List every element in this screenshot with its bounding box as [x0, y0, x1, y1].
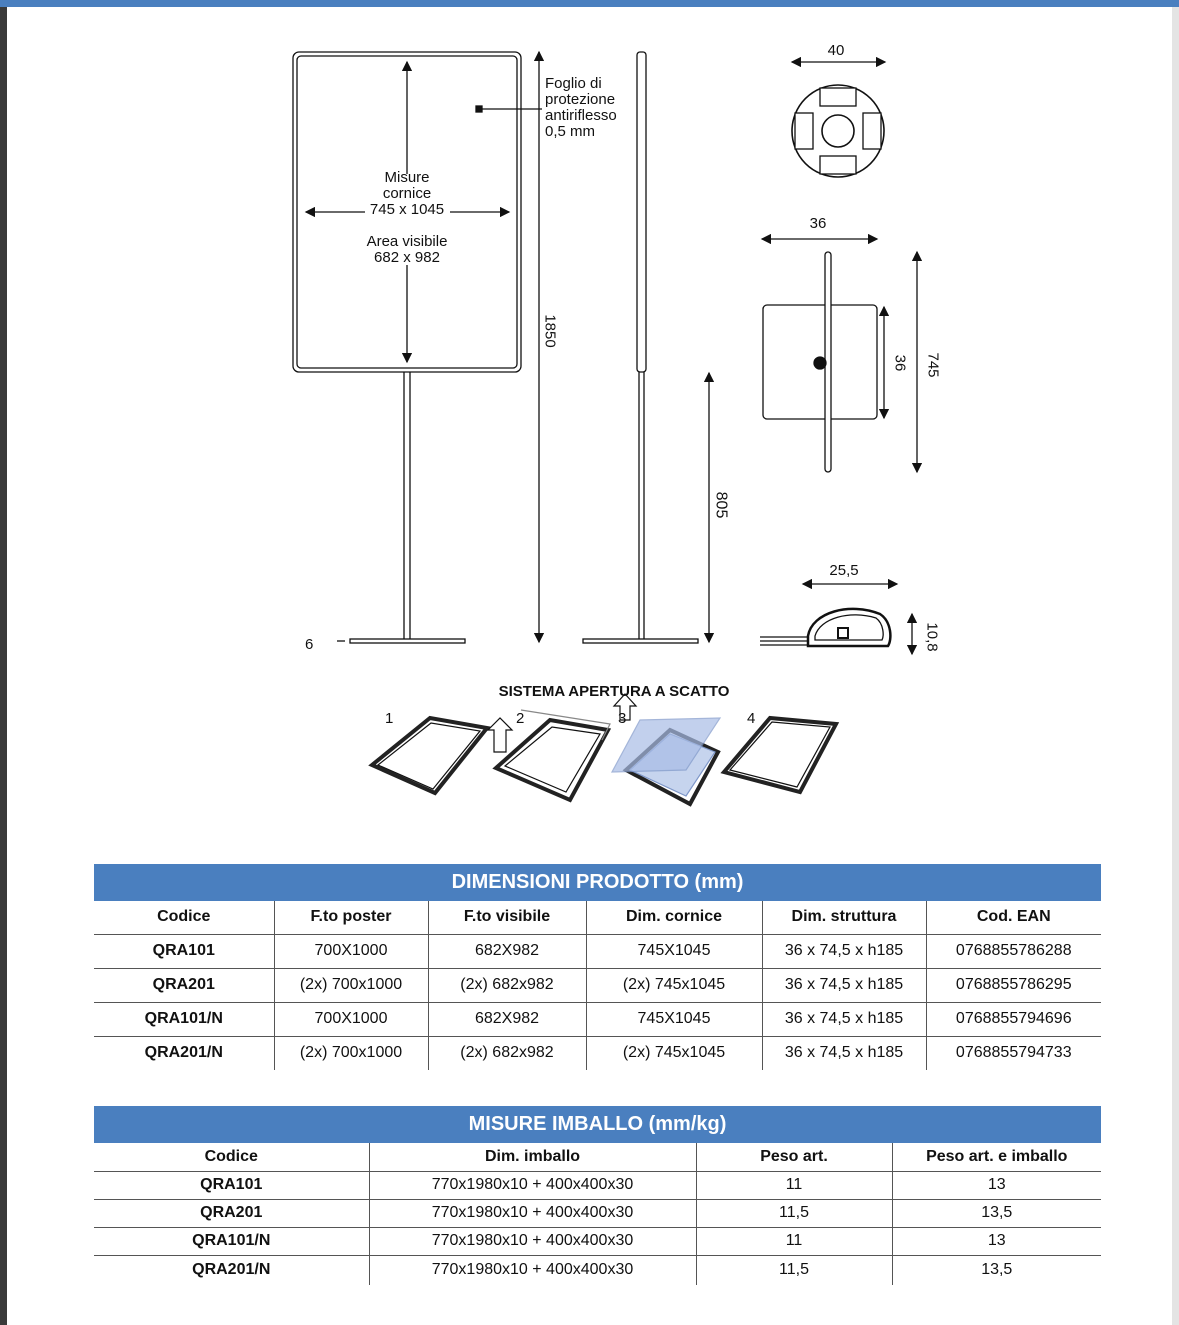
product-dimensions-table: DIMENSIONI PRODOTTO (mm) Codice F.to pos… [94, 864, 1102, 1070]
foglio-label-4: 0,5 mm [545, 123, 596, 140]
product-code: QRA201 [94, 968, 274, 1003]
step-2-label: 2 [516, 710, 525, 727]
table-cell: 11 [695, 1227, 892, 1256]
table-row: QRA101 700X1000 682X982 745X1045 36 x 74… [94, 934, 1102, 969]
frame-width-label: 25,5 [829, 562, 859, 579]
table-cell: 36 x 74,5 x h185 [761, 934, 926, 969]
viewer-left-edge [0, 7, 7, 1325]
profile-section [790, 56, 887, 178]
product-table-title: DIMENSIONI PRODOTTO (mm) [94, 864, 1102, 901]
product-code: QRA101 [94, 1171, 369, 1200]
table-row: QRA101 770x1980x10 + 400x400x30 11 13 [94, 1171, 1102, 1200]
misure-value: 745 x 1045 [369, 201, 445, 218]
step-3-label: 3 [618, 710, 627, 727]
col-header: F.to poster [273, 901, 428, 935]
table-cell: 13,5 [891, 1255, 1102, 1285]
table-row: QRA201 (2x) 700x1000 (2x) 682x982 (2x) 7… [94, 968, 1102, 1003]
col-header: Peso art. [695, 1143, 892, 1172]
misure-label-1: Misure [384, 169, 430, 186]
base-length-label: 745 [924, 352, 942, 378]
col-header: Codice [94, 1143, 369, 1172]
viewer-right-edge [1172, 7, 1179, 1325]
frame-section [760, 578, 918, 656]
opening-system-title: SISTEMA APERTURA A SCATTO [498, 683, 730, 700]
product-code: QRA201/N [192, 1261, 271, 1279]
table-cell: (2x) 745x1045 [585, 1036, 762, 1070]
col-header: F.to visibile [427, 901, 586, 935]
col-header: Dim. imballo [368, 1143, 696, 1172]
pole-height-label: 805 [712, 491, 730, 519]
packaging-table: MISURE IMBALLO (mm/kg) Codice Dim. imbal… [94, 1106, 1102, 1285]
side-view [582, 51, 715, 644]
col-header: Codice [94, 901, 274, 935]
frame-height-label: 10,8 [923, 622, 941, 652]
table-cell: 0768855794733 [925, 1036, 1102, 1070]
col-header: Dim. cornice [585, 901, 762, 935]
step-1-label: 1 [385, 710, 394, 727]
table-cell: 11 [695, 1171, 892, 1200]
area-value: 682 x 982 [374, 249, 440, 266]
table-row: QRA101/N 770x1980x10 + 400x400x30 11 13 [94, 1227, 1102, 1256]
table-cell: 0768855786295 [925, 968, 1102, 1003]
product-code: QRA101 [94, 934, 274, 969]
front-view [292, 50, 545, 644]
table-cell: 11,5 [695, 1199, 892, 1228]
step-4-label: 4 [747, 710, 756, 727]
table-cell: 682X982 [427, 934, 586, 969]
table-cell: 36 x 74,5 x h185 [761, 1002, 926, 1037]
table-cell: 770x1980x10 + 400x400x30 [368, 1227, 696, 1256]
table-cell: 745X1045 [585, 934, 762, 969]
table-row: QRA201/N 770x1980x10 + 400x400x30 11,5 1… [94, 1255, 1102, 1285]
technical-drawing [292, 50, 923, 807]
table-cell: (2x) 682x982 [427, 1036, 586, 1070]
base-thickness-label: 6 [305, 636, 314, 653]
table-cell: 11,5 [695, 1255, 892, 1285]
table-cell: 770x1980x10 + 400x400x30 [368, 1255, 696, 1285]
col-header: Cod. EAN [925, 901, 1102, 935]
table-cell: 700X1000 [273, 1002, 428, 1037]
packaging-table-title: MISURE IMBALLO (mm/kg) [94, 1106, 1102, 1143]
product-code: QRA101/N [94, 1002, 274, 1037]
product-code: QRA101/N [94, 1227, 369, 1256]
foglio-label-2: protezione [545, 91, 616, 108]
col-header: Dim. struttura [761, 901, 926, 935]
foglio-label-3: antiriflesso [545, 107, 617, 124]
table-cell: 770x1980x10 + 400x400x30 [368, 1199, 696, 1228]
misure-label-2: cornice [382, 185, 432, 202]
area-label: Area visibile [366, 233, 448, 250]
base-plate-view [760, 233, 923, 474]
table-cell: (2x) 682x982 [427, 968, 586, 1003]
table-cell: 0768855786288 [925, 934, 1102, 969]
document-page: Foglio di protezione antiriflesso 0,5 mm… [7, 7, 1172, 1325]
opening-steps [368, 693, 840, 807]
table-cell: 700X1000 [273, 934, 428, 969]
table-cell: (2x) 700x1000 [273, 968, 428, 1003]
table-row: QRA201/N (2x) 700x1000 (2x) 682x982 (2x)… [94, 1036, 1102, 1070]
table-row: QRA101/N 700X1000 682X982 745X1045 36 x … [94, 1002, 1102, 1037]
product-code: QRA201 [94, 1199, 369, 1228]
profile-width-label: 40 [827, 42, 845, 59]
table-cell: 13 [891, 1171, 1102, 1200]
table-cell: 36 x 74,5 x h185 [761, 968, 926, 1003]
table-cell: 770x1980x10 + 400x400x30 [368, 1171, 696, 1200]
col-header: Peso art. e imballo [891, 1143, 1102, 1172]
table-cell: 13 [891, 1227, 1102, 1256]
table-cell: (2x) 745x1045 [585, 968, 762, 1003]
base-width-label: 36 [809, 215, 827, 232]
table-cell: 0768855794696 [925, 1002, 1102, 1037]
product-code: QRA201/N [144, 1044, 223, 1062]
table-cell: 13,5 [891, 1199, 1102, 1228]
table-row: QRA201 770x1980x10 + 400x400x30 11,5 13,… [94, 1199, 1102, 1228]
table-cell: 682X982 [427, 1002, 586, 1037]
table-cell: (2x) 700x1000 [273, 1036, 428, 1070]
table-cell: 745X1045 [585, 1002, 762, 1037]
base-depth-label: 36 [891, 354, 909, 372]
height-total-label: 1850 [541, 314, 559, 348]
table-cell: 36 x 74,5 x h185 [761, 1036, 926, 1070]
window-top-bar [0, 0, 1179, 7]
foglio-label-1: Foglio di [545, 75, 602, 92]
